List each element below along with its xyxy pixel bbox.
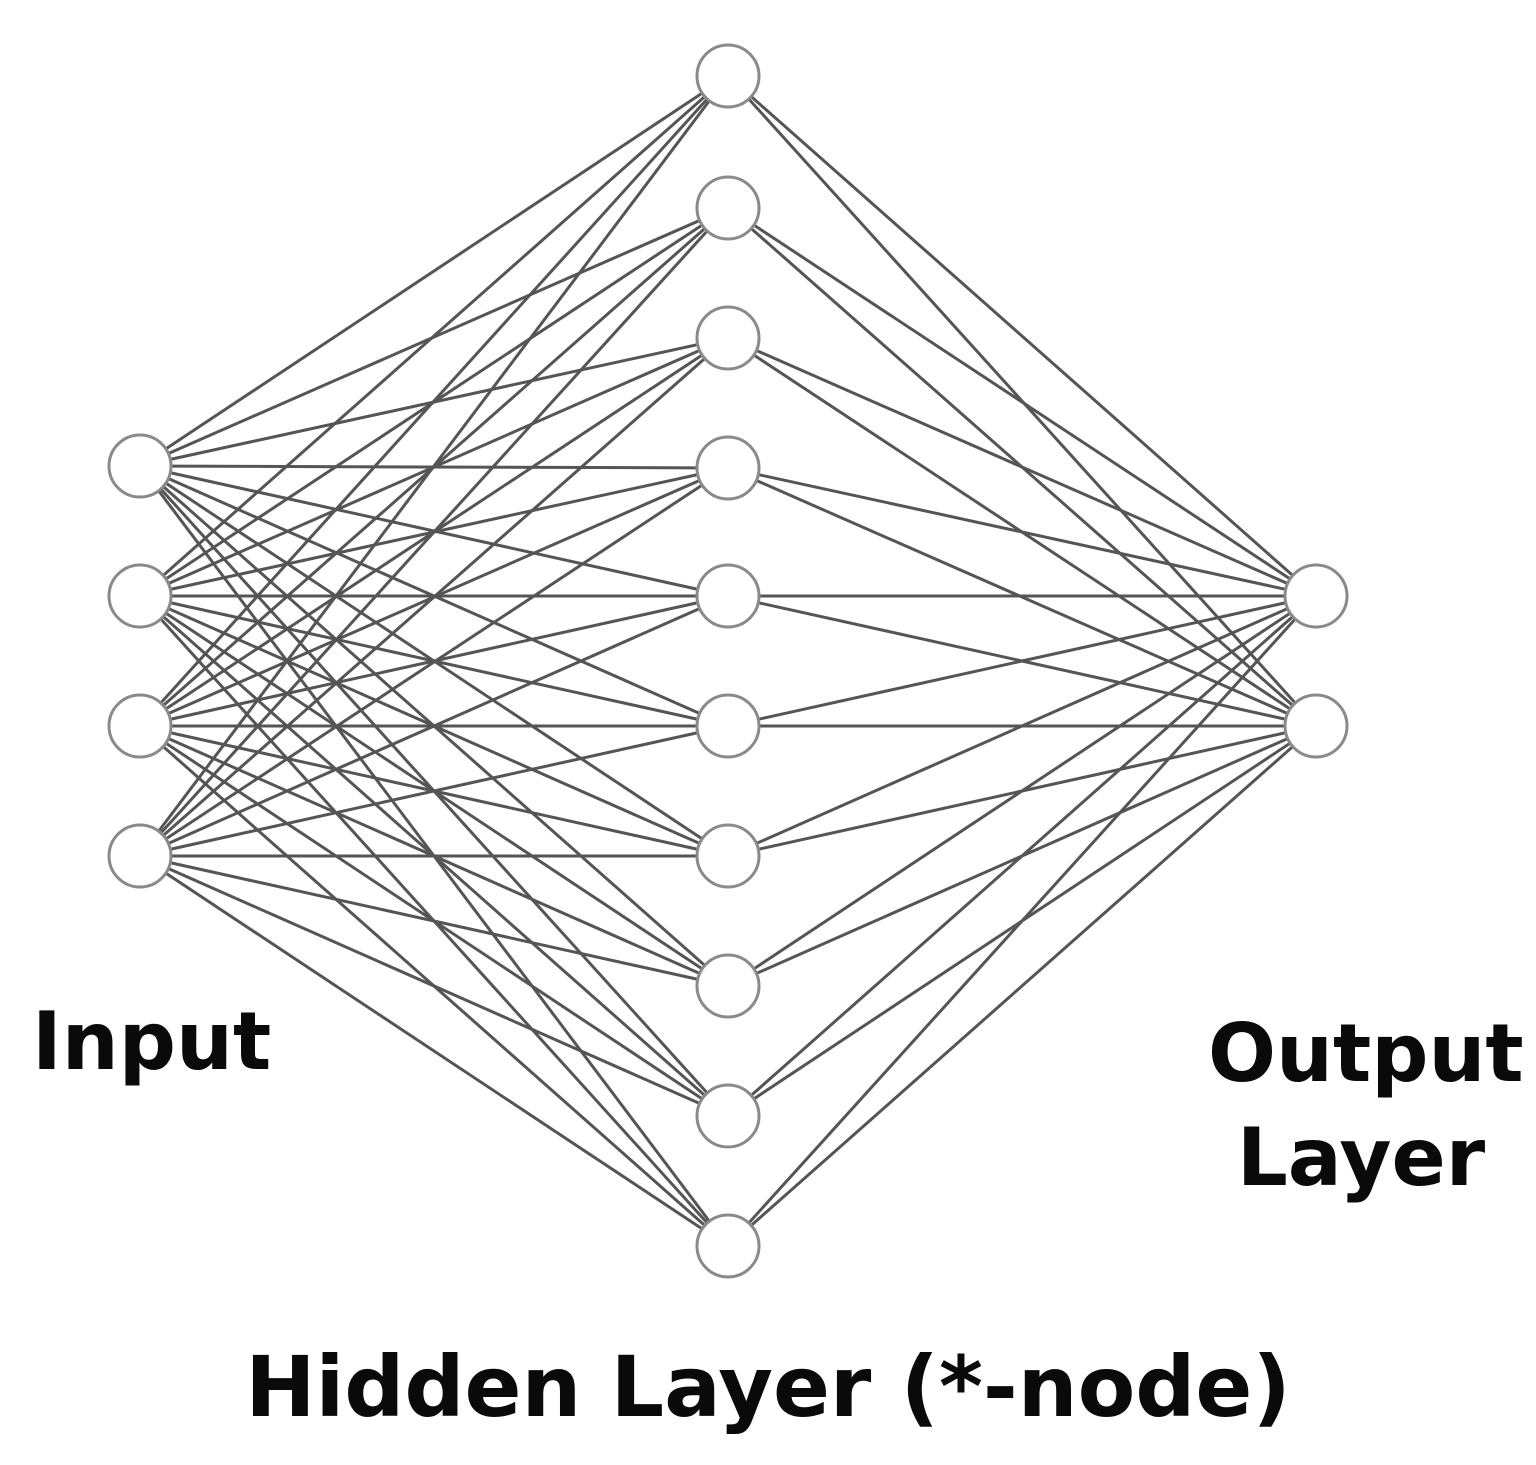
edge-input-4-hidden-4: [139, 466, 729, 858]
edge-input-4-hidden-1: [138, 75, 730, 857]
edge-hidden-3-output-1: [727, 336, 1317, 598]
edge-input-2-hidden-1: [139, 74, 729, 598]
edge-hidden-7-output-1: [727, 594, 1317, 858]
hidden-node-4: [695, 435, 761, 501]
hidden-node-5: [695, 563, 761, 629]
edge-input-4-hidden-9: [139, 854, 729, 1118]
nodes: [107, 43, 1349, 1279]
hidden-node-6: [695, 693, 761, 759]
edge-input-4-hidden-3: [139, 336, 729, 858]
input-node-3: [107, 693, 173, 759]
output-layer-label: Output Layer: [1208, 1002, 1524, 1210]
edge-input-4-hidden-8: [139, 854, 729, 988]
output-node-1: [1283, 563, 1349, 629]
input-node-4: [107, 823, 173, 889]
edge-hidden-1-output-1: [727, 74, 1317, 598]
hidden-node-8: [695, 953, 761, 1019]
edge-hidden-9-output-1: [727, 594, 1317, 1118]
output-node-2: [1283, 693, 1349, 759]
hidden-node-3: [695, 305, 761, 371]
edge-hidden-4-output-1: [727, 466, 1317, 598]
input-node-2: [107, 563, 173, 629]
edge-hidden-6-output-1: [727, 594, 1317, 728]
edge-hidden-10-output-2: [727, 724, 1317, 1248]
hidden-node-9: [695, 1083, 761, 1149]
hidden-layer-label: Hidden Layer (*-node): [245, 1338, 1291, 1436]
hidden-node-2: [695, 175, 761, 241]
input-layer-label: Input: [32, 995, 272, 1088]
edge-input-3-hidden-1: [138, 74, 730, 728]
output-label-line2: Layer: [1236, 1111, 1486, 1204]
hidden-node-10: [695, 1213, 761, 1279]
edge-hidden-2-output-1: [727, 206, 1317, 598]
hidden-node-1: [695, 43, 761, 109]
edge-input-4-hidden-5: [139, 594, 729, 858]
connections: [138, 74, 1318, 1248]
edge-hidden-8-output-1: [727, 594, 1317, 988]
edge-input-4-hidden-2: [138, 206, 730, 858]
edge-input-4-hidden-10: [139, 854, 729, 1248]
edge-hidden-10-output-1: [726, 594, 1318, 1248]
output-label-line1: Output: [1208, 1007, 1524, 1100]
input-node-1: [107, 433, 173, 499]
hidden-node-7: [695, 823, 761, 889]
edge-input-4-hidden-6: [139, 724, 729, 858]
edge-input-1-hidden-1: [139, 74, 729, 468]
